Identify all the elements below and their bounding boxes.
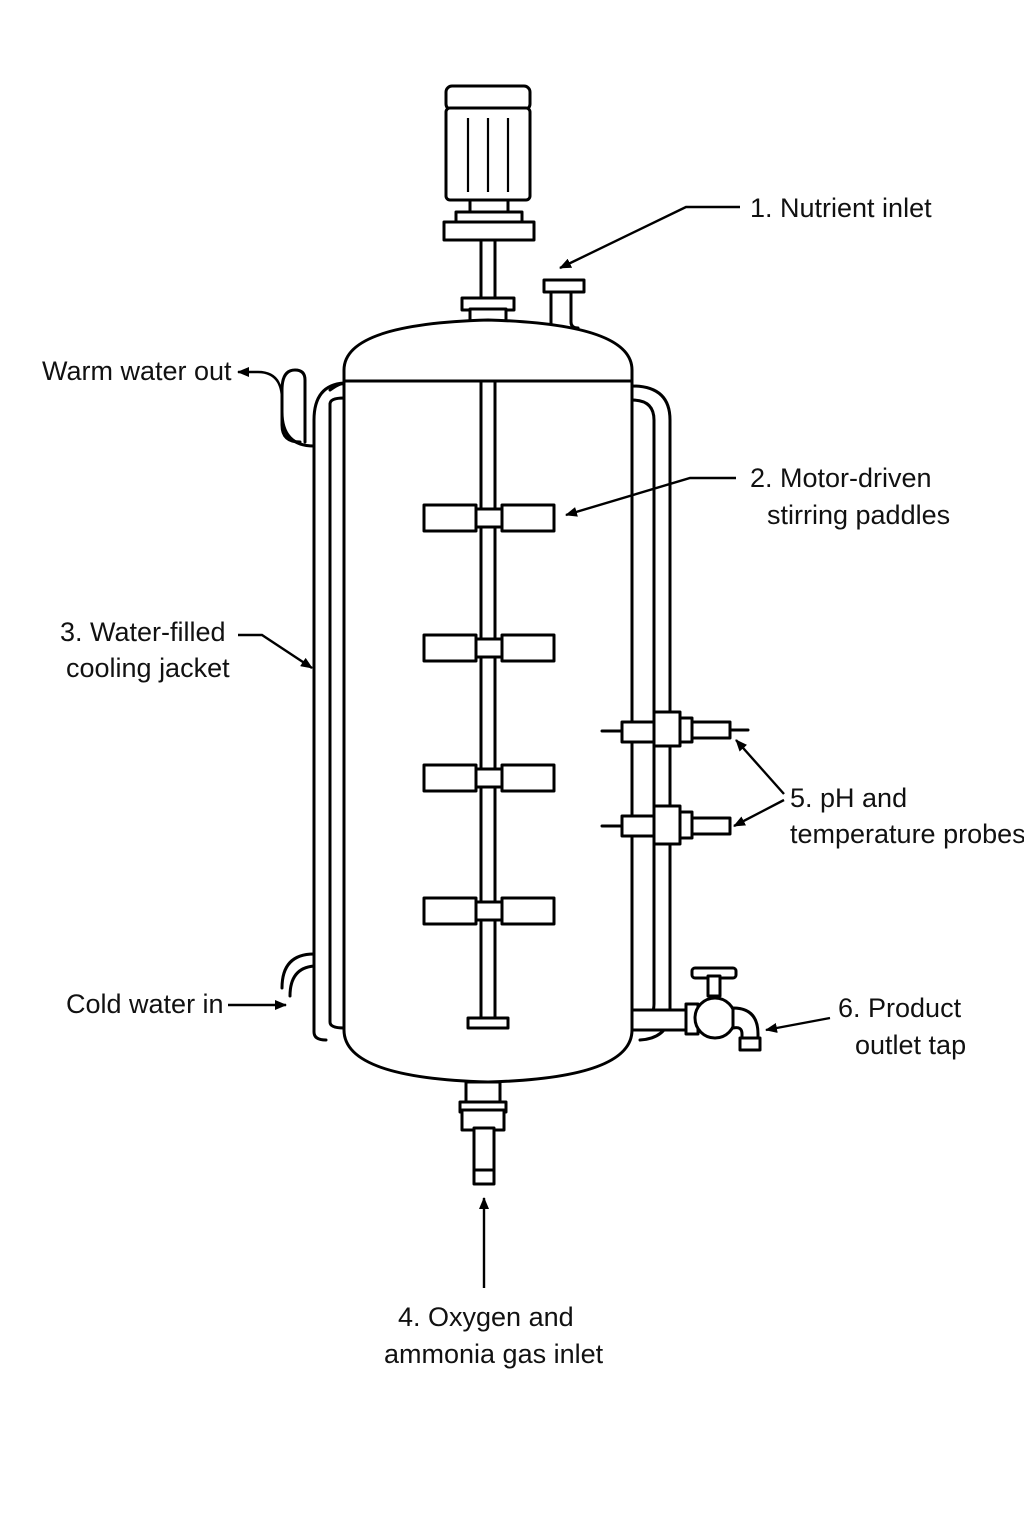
probe — [600, 804, 732, 846]
paddle — [422, 633, 556, 663]
nutrient-inlet-pipe — [542, 278, 586, 330]
motor — [442, 84, 536, 242]
label-cold-water-in: Cold water in — [66, 989, 224, 1019]
label-probes-line1: 5. pH and — [790, 783, 907, 813]
label-tap-line2: outlet tap — [855, 1030, 966, 1060]
label-warm-water-out: Warm water out — [42, 356, 232, 386]
label-jacket-line2: cooling jacket — [66, 653, 230, 683]
gas-inlet-pipe — [458, 1080, 508, 1186]
label-paddles-line2: stirring paddles — [767, 500, 950, 530]
paddle — [422, 763, 556, 793]
paddle — [422, 896, 556, 926]
outlet-tap — [630, 966, 762, 1052]
probe — [600, 710, 750, 748]
label-arrows — [228, 205, 831, 1288]
label-gas-line1: 4. Oxygen and — [398, 1302, 574, 1332]
label-nutrient-inlet: 1. Nutrient inlet — [750, 193, 932, 223]
paddle — [422, 503, 556, 533]
label-gas-line2: ammonia gas inlet — [384, 1339, 604, 1369]
drive-shaft-upper — [460, 238, 516, 323]
label-probes-line2: temperature probes — [790, 819, 1024, 849]
labels: 1. Nutrient inlet 2. Motor-driven stirri… — [42, 193, 1024, 1369]
stirring-paddles — [422, 503, 556, 926]
probes — [600, 710, 750, 846]
label-paddles-line1: 2. Motor-driven — [750, 463, 932, 493]
vessel — [342, 318, 634, 1084]
label-jacket-line1: 3. Water-filled — [60, 617, 226, 647]
label-tap-line1: 6. Product — [838, 993, 962, 1023]
